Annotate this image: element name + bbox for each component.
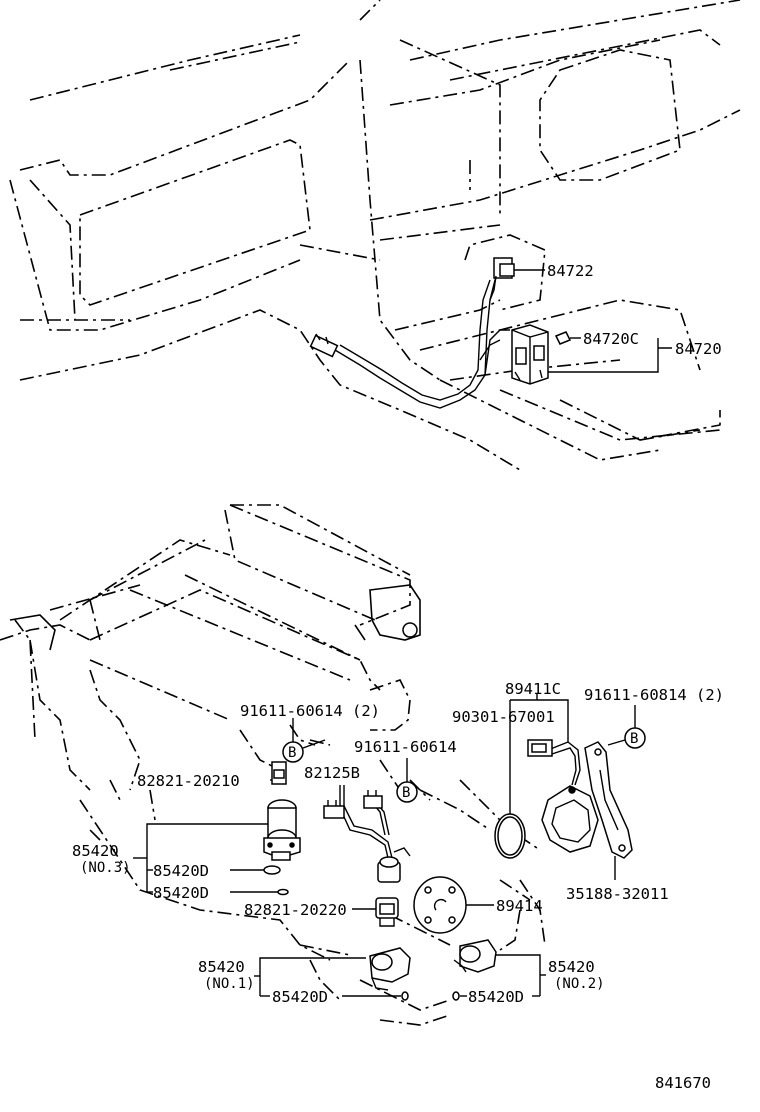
bracket-85420-no3	[146, 823, 268, 892]
callout-b-1-letter: B	[288, 745, 296, 761]
label-84722[interactable]: 84722	[547, 262, 594, 280]
top-wiring-harness	[309, 269, 510, 409]
part-85420-no1-injector[interactable]	[369, 947, 411, 991]
callout-b-3[interactable]: B	[624, 727, 646, 749]
part-85420-no3-injector[interactable]	[263, 799, 301, 861]
label-85420-no1-sub: (NO.1)	[204, 976, 255, 992]
callout-b-2[interactable]: B	[396, 781, 418, 803]
label-85420D-a[interactable]: 85420D	[153, 862, 209, 880]
label-84720C[interactable]: 84720C	[583, 330, 639, 348]
diagram-code: 841670	[655, 1074, 711, 1092]
vehicle-body-outline	[9, 0, 741, 471]
part-35188-32011-bracket[interactable]	[584, 741, 633, 859]
label-89414[interactable]: 89414	[496, 897, 543, 915]
label-90301-67001[interactable]: 90301-67001	[452, 708, 555, 726]
label-85420-no3-sub: (NO.3)	[80, 860, 131, 876]
label-82821-20210[interactable]: 82821-20210	[137, 772, 240, 790]
label-91611-60614[interactable]: 91611-60614	[354, 738, 457, 756]
label-91611-60814-2[interactable]: 91611-60814 (2)	[584, 686, 724, 704]
bracket-89411C	[509, 699, 569, 820]
part-82821-20210-connector[interactable]	[271, 761, 287, 785]
label-85420D-b[interactable]: 85420D	[153, 884, 209, 902]
label-85420-no3[interactable]: 85420	[72, 842, 119, 860]
callout-b-1[interactable]: B	[282, 741, 304, 763]
label-89411C[interactable]: 89411C	[505, 680, 561, 698]
part-85420D-no1-oring[interactable]	[401, 991, 409, 1001]
label-85420-no2[interactable]: 85420	[548, 958, 595, 976]
label-82125B[interactable]: 82125B	[304, 764, 360, 782]
engine-top-block	[9, 584, 421, 651]
leader-b3-tick	[607, 739, 626, 746]
part-85420D-oring-a[interactable]	[263, 865, 281, 875]
callout-b-2-letter: B	[402, 785, 410, 801]
part-82821-20220-connector[interactable]	[375, 897, 399, 927]
callout-b-3-letter: B	[630, 731, 638, 747]
label-85420-no1[interactable]: 85420	[198, 958, 245, 976]
part-89414-rotor[interactable]	[413, 876, 467, 934]
part-84722-connector[interactable]	[489, 257, 515, 301]
bracket-84720	[548, 338, 672, 373]
label-91611-60614-2[interactable]: 91611-60614 (2)	[240, 702, 380, 720]
part-85420D-no2-oring[interactable]	[452, 991, 460, 1001]
leader-b1-tick	[302, 739, 326, 749]
part-85420D-oring-b[interactable]	[277, 888, 289, 896]
part-84720-relay[interactable]	[511, 324, 549, 385]
bracket-85420-no1	[259, 957, 366, 996]
part-84720C-clip[interactable]	[554, 331, 572, 345]
engine-outline	[0, 504, 546, 1026]
label-85420D-no1[interactable]: 85420D	[272, 988, 328, 1006]
bracket-85420-no2	[496, 954, 541, 996]
label-35188-32011[interactable]: 35188-32011	[566, 885, 669, 903]
part-89411C-sensor[interactable]	[527, 739, 599, 853]
label-85420-no2-sub: (NO.2)	[554, 976, 605, 992]
label-82821-20220[interactable]: 82821-20220	[244, 901, 347, 919]
relay-bracket-outline	[464, 234, 546, 311]
part-85420-no2-injector[interactable]	[453, 939, 497, 973]
label-84720[interactable]: 84720	[675, 340, 722, 358]
part-90301-67001-oring[interactable]	[494, 813, 526, 859]
label-85420D-no2[interactable]: 85420D	[468, 988, 524, 1006]
part-82125B-harness[interactable]	[323, 785, 411, 883]
